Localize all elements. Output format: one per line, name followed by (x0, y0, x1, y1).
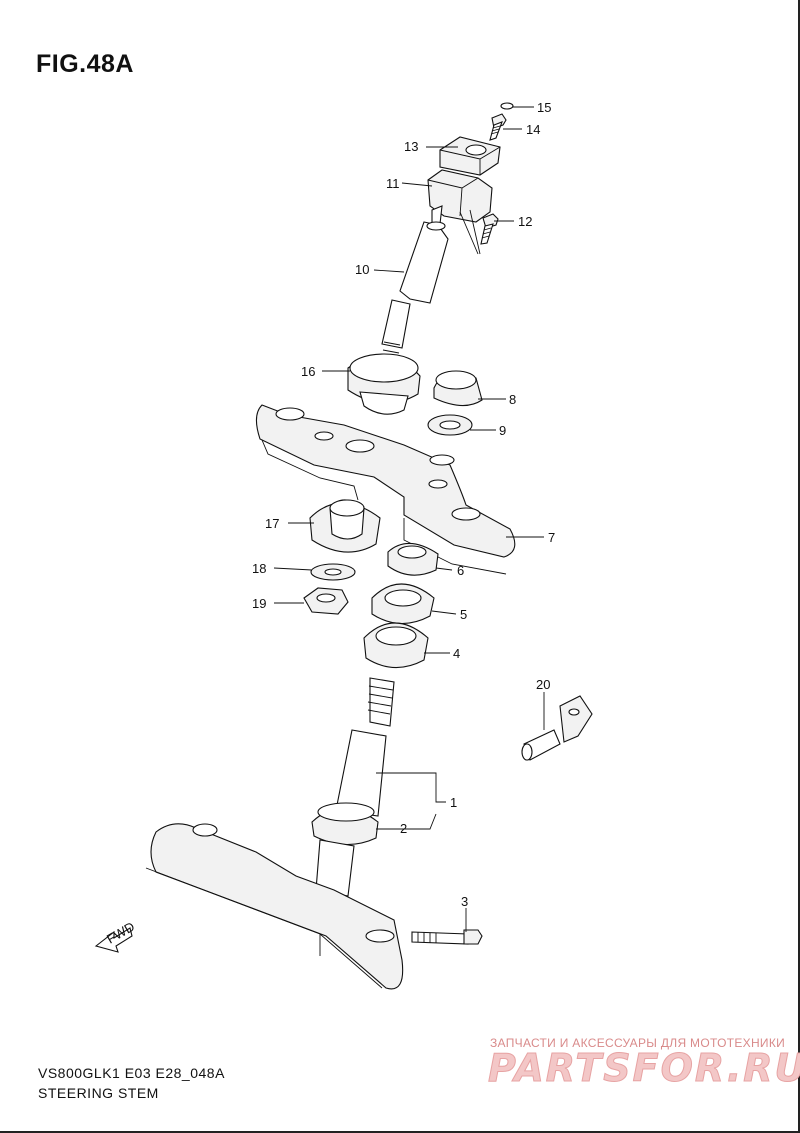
figure-caption: STEERING STEM (38, 1085, 159, 1101)
label-5: 5 (460, 607, 467, 622)
label-11: 11 (386, 176, 400, 191)
label-2: 2 (400, 821, 407, 836)
watermark-tagline: ЗАПЧАСТИ И АКСЕССУАРЫ ДЛЯ МОТОТЕХНИКИ (490, 1036, 786, 1050)
part-13-holder-cap[interactable] (439, 136, 501, 176)
part-20-pin[interactable] (521, 695, 593, 761)
part-3-bolt[interactable] (411, 929, 483, 945)
label-13: 13 (404, 139, 418, 154)
label-3: 3 (461, 894, 468, 909)
leader-lines (273, 106, 545, 932)
part-4-bearing[interactable] (363, 622, 429, 669)
label-12: 12 (518, 214, 532, 229)
part-14-bolt[interactable] (489, 113, 507, 141)
part-7-upper-bracket[interactable] (255, 404, 516, 575)
label-17: 17 (265, 516, 279, 531)
watermark-logo: PARTSFOR.RU (487, 1046, 800, 1091)
part-19-nut[interactable] (303, 587, 349, 615)
label-1: 1 (450, 795, 457, 810)
label-20: 20 (536, 677, 550, 692)
label-10: 10 (355, 262, 369, 277)
lower-bracket (145, 823, 404, 990)
label-19: 19 (252, 596, 266, 611)
part-8-cap-nut[interactable] (433, 370, 483, 407)
label-18: 18 (252, 561, 266, 576)
part-12-bolt[interactable] (480, 213, 499, 245)
label-8: 8 (509, 392, 516, 407)
fwd-arrow-icon: FWD (94, 919, 137, 953)
model-code: VS800GLK1 E03 E28_048A (38, 1065, 225, 1081)
part-5-bearing[interactable] (371, 583, 435, 625)
label-7: 7 (548, 530, 555, 545)
label-14: 14 (526, 122, 540, 137)
part-1-steering-stem[interactable] (335, 677, 395, 817)
part-9-washer[interactable] (427, 414, 473, 436)
part-17-seal[interactable] (309, 499, 381, 553)
label-4: 4 (453, 646, 460, 661)
part-number-labels: 15 14 13 11 12 10 16 8 9 7 17 6 18 19 5 … (252, 100, 555, 909)
part-6-nut[interactable] (387, 542, 439, 576)
part-15-oring[interactable] (500, 102, 514, 110)
part-2-dust-seal[interactable] (311, 802, 379, 846)
figure-title: FIG.48A (36, 50, 134, 78)
label-6: 6 (457, 563, 464, 578)
label-9: 9 (499, 423, 506, 438)
label-15: 15 (537, 100, 551, 115)
part-10-handlebar-holder-tube[interactable] (380, 221, 449, 370)
part-18-washer[interactable] (310, 563, 356, 581)
label-16: 16 (301, 364, 315, 379)
part-16-damper[interactable] (347, 353, 421, 415)
part-11-holder[interactable] (427, 169, 493, 255)
